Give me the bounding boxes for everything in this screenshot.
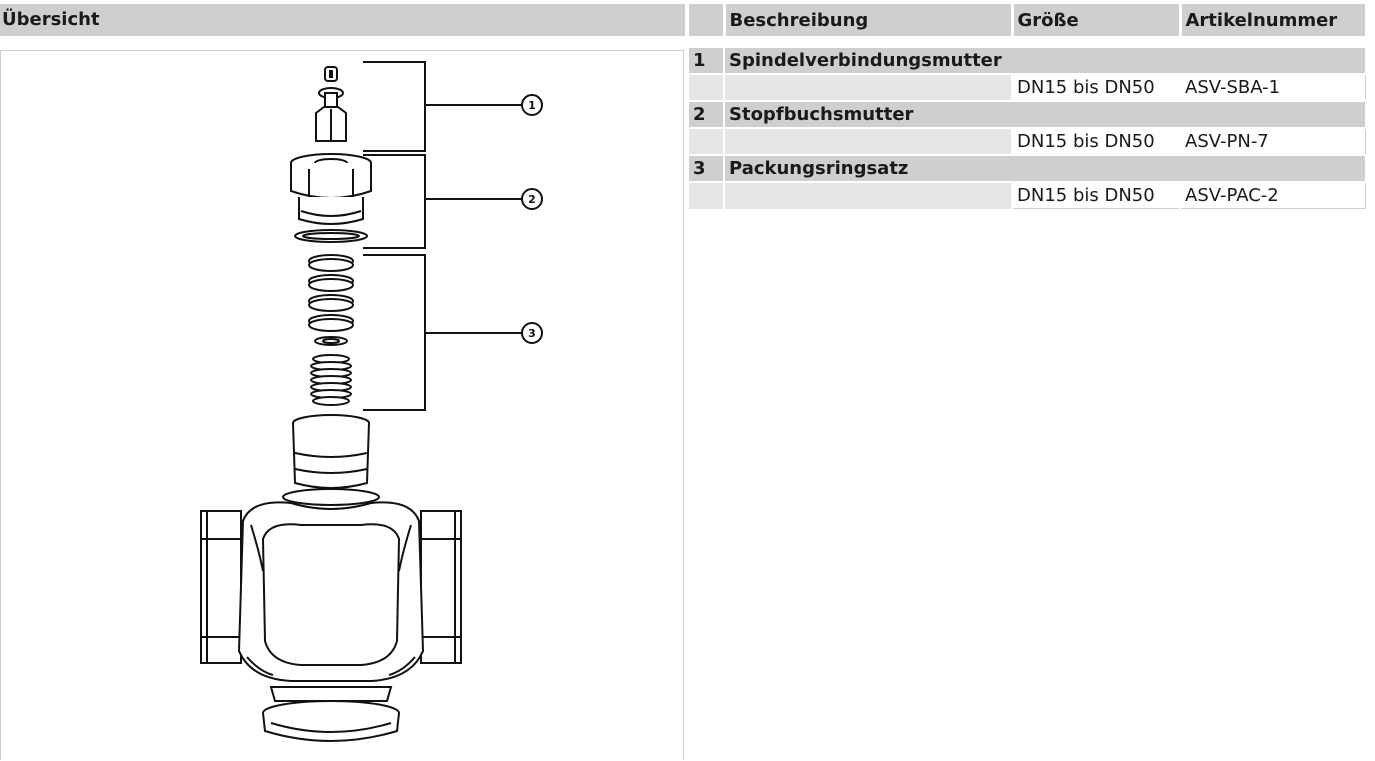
callout-brackets — [363, 61, 522, 411]
article-number-cell: ASV-SBA-1 — [1180, 73, 1366, 102]
overview-header: Übersicht — [0, 4, 685, 36]
size-cell: DN15 bis DN50 — [1012, 73, 1181, 102]
table-row-group-2: 2 Stopfbuchsmutter — [689, 100, 1365, 128]
callout-2-label: 2 — [528, 193, 536, 206]
callout-2-marker: 2 — [521, 188, 543, 210]
callout-1-label: 1 — [528, 99, 536, 112]
group-name: Spindelverbindungsmutter — [724, 46, 1365, 74]
group-number: 3 — [689, 154, 725, 182]
table-row-group-1: 1 Spindelverbindungsmutter — [689, 46, 1365, 74]
header-article: Artikelnummer — [1178, 4, 1365, 36]
valve-body — [200, 414, 462, 742]
table-row: DN15 bis DN50 ASV-SBA-1 — [689, 73, 1366, 102]
article-number-cell: ASV-PN-7 — [1180, 127, 1366, 156]
spindle-nut-part — [315, 66, 347, 142]
gland-nut-part — [290, 153, 372, 243]
callout-1-marker: 1 — [521, 94, 543, 116]
group-number: 1 — [689, 46, 725, 74]
table-header-row: Beschreibung Größe Artikelnummer — [689, 4, 1365, 36]
packing-ring-set-part — [308, 254, 354, 406]
group-name: Stopfbuchsmutter — [724, 100, 1365, 128]
header-num — [689, 4, 724, 36]
spare-parts-table: Beschreibung Größe Artikelnummer 1 Spind… — [689, 4, 1366, 209]
size-cell: DN15 bis DN50 — [1012, 181, 1181, 209]
article-number-cell: ASV-PAC-2 — [1180, 181, 1366, 209]
callout-3-label: 3 — [528, 327, 536, 340]
header-description: Beschreibung — [722, 4, 1012, 36]
exploded-view-panel: 1 2 3 — [0, 50, 684, 760]
valve-exploded-diagram: 1 2 3 — [200, 61, 543, 742]
group-name: Packungsringsatz — [724, 154, 1365, 182]
table-row: DN15 bis DN50 ASV-PN-7 — [689, 127, 1366, 156]
table-row-group-3: 3 Packungsringsatz — [689, 154, 1365, 182]
table-row: DN15 bis DN50 ASV-PAC-2 — [689, 181, 1366, 209]
callout-3-marker: 3 — [521, 322, 543, 344]
size-cell: DN15 bis DN50 — [1012, 127, 1181, 156]
group-number: 2 — [689, 100, 725, 128]
overview-title: Übersicht — [2, 9, 100, 30]
header-size: Größe — [1010, 4, 1180, 36]
